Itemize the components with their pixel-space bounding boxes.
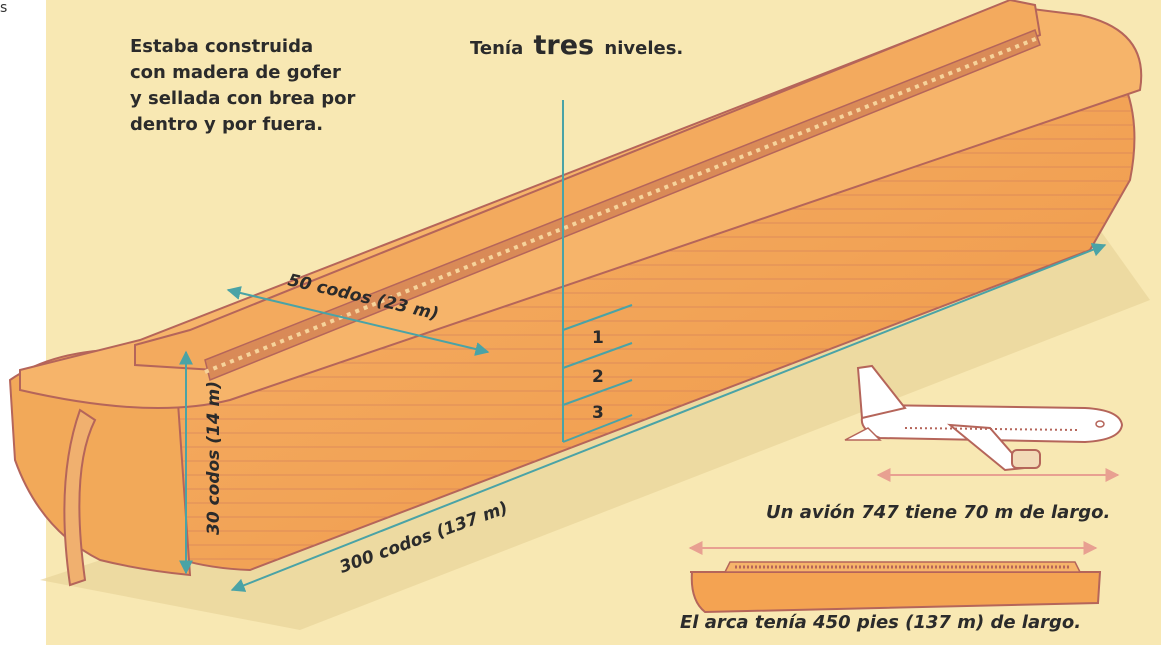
levels-heading: Tenía tres niveles. <box>470 30 683 61</box>
levels-heading-emphasis: tres <box>533 30 595 61</box>
airplane-747 <box>844 364 1124 472</box>
levels-heading-before: Tenía <box>470 38 524 59</box>
ark-caption: El arca tenía 450 pies (137 m) de largo. <box>680 612 1082 633</box>
level-label-3: 3 <box>592 403 604 423</box>
plane-cockpit <box>1095 420 1105 428</box>
edge-letter: s <box>0 0 8 16</box>
height-dimension-label: 30 codos (14 m) <box>204 381 224 535</box>
level-label-2: 2 <box>592 367 604 387</box>
plane-windows <box>904 427 1081 431</box>
length-dimension-arrow <box>230 243 1107 592</box>
plane-engine <box>1011 449 1041 469</box>
level-label-1: 1 <box>592 328 604 348</box>
levels-heading-after: niveles. <box>604 38 684 59</box>
construction-text: Estaba construida con madera de gofer y … <box>130 36 356 135</box>
plane-tail <box>856 364 907 420</box>
small-ark-hull <box>690 571 1102 614</box>
small-ark-roof <box>723 561 1082 573</box>
ark-bow-stem <box>63 408 97 587</box>
plane-caption: Un avión 747 tiene 70 m de largo. <box>766 502 1111 523</box>
small-ark <box>690 561 1102 614</box>
plane-fuselage <box>860 403 1124 444</box>
plane-stabilizer <box>844 427 882 441</box>
